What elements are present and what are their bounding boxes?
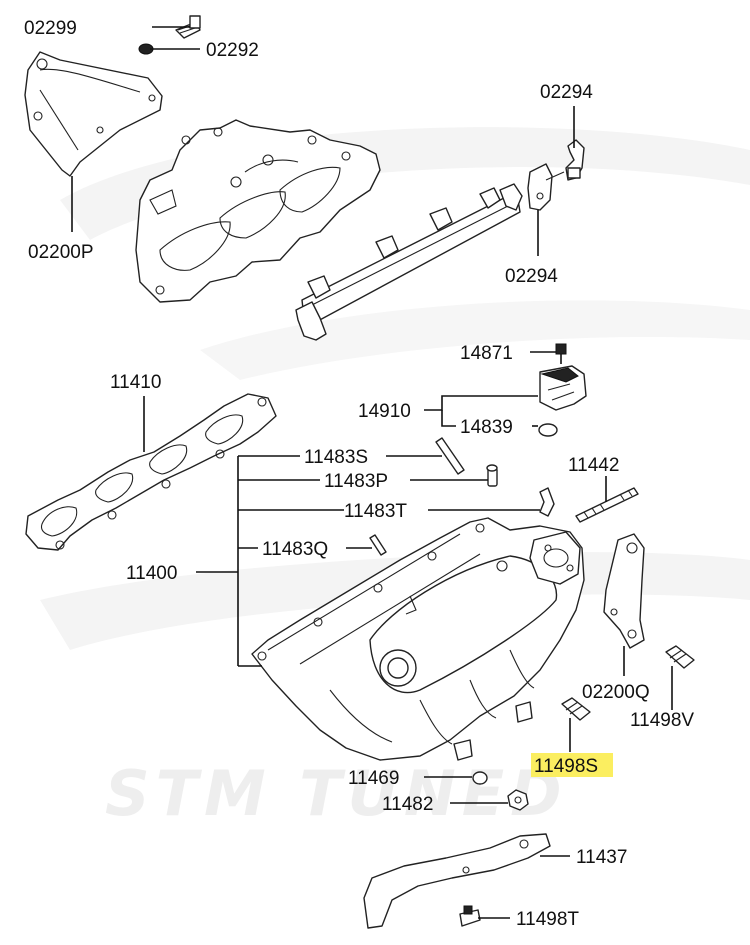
- label-14910[interactable]: 14910: [358, 401, 411, 422]
- fuel-rail[interactable]: [295, 183, 523, 341]
- label-02294-upper[interactable]: 02294: [540, 82, 593, 103]
- label-highlight-11498s: [531, 753, 613, 777]
- label-11483s[interactable]: 11483S: [304, 447, 368, 468]
- callout-labels: 02299 02292 02200P 02294 02294 14871 149…: [24, 18, 694, 930]
- bolt-11498s[interactable]: [561, 697, 591, 721]
- label-11442[interactable]: 11442: [568, 455, 619, 476]
- pin-11483q[interactable]: [369, 534, 387, 556]
- heat-shield-bracket-02200p[interactable]: [24, 51, 163, 177]
- label-11483p[interactable]: 11483P: [324, 471, 388, 492]
- bracket-02200q[interactable]: [603, 533, 645, 649]
- intake-manifold-11400[interactable]: [251, 517, 585, 761]
- watermark-text: STM TUNED: [105, 757, 568, 830]
- nut-11482[interactable]: [507, 789, 529, 811]
- hose-11483t[interactable]: [539, 487, 555, 517]
- hose-11483s[interactable]: [435, 437, 465, 475]
- label-14871[interactable]: 14871: [460, 343, 513, 364]
- map-sensor-14910[interactable]: [539, 365, 587, 411]
- washer-11469[interactable]: [472, 771, 488, 785]
- nipple-11483p[interactable]: [486, 464, 498, 487]
- label-02292[interactable]: 02292: [206, 40, 259, 61]
- bolt-14871[interactable]: [555, 343, 567, 364]
- label-11498v[interactable]: 11498V: [630, 710, 694, 731]
- bracket-02294-lower[interactable]: [527, 163, 565, 211]
- label-11437[interactable]: 11437: [576, 847, 627, 868]
- stud-11442[interactable]: [575, 487, 639, 523]
- o-ring-14839[interactable]: [538, 423, 558, 437]
- label-11483t[interactable]: 11483T: [344, 501, 407, 522]
- intake-gasket-11410[interactable]: [25, 393, 277, 551]
- label-02294-lower[interactable]: 02294: [505, 266, 558, 287]
- label-14839[interactable]: 14839: [460, 417, 513, 438]
- exhaust-manifold[interactable]: [135, 119, 381, 303]
- label-11483q[interactable]: 11483Q: [262, 539, 328, 560]
- bolt-11498t[interactable]: [459, 905, 481, 927]
- label-02299[interactable]: 02299: [24, 18, 77, 39]
- stay-11437[interactable]: [363, 833, 551, 929]
- label-11498t[interactable]: 11498T: [516, 909, 579, 930]
- label-11498s[interactable]: 11498S: [534, 756, 598, 777]
- label-11482[interactable]: 11482: [382, 794, 433, 815]
- label-11400[interactable]: 11400: [126, 563, 177, 584]
- label-02200q[interactable]: 02200Q: [582, 682, 650, 703]
- label-02200p[interactable]: 02200P: [28, 242, 94, 263]
- label-11469[interactable]: 11469: [348, 768, 399, 789]
- leader-lines: [71, 26, 673, 919]
- label-11410[interactable]: 11410: [110, 372, 161, 393]
- bracket-02294-upper[interactable]: [565, 139, 585, 181]
- bolt-11498v[interactable]: [665, 645, 695, 669]
